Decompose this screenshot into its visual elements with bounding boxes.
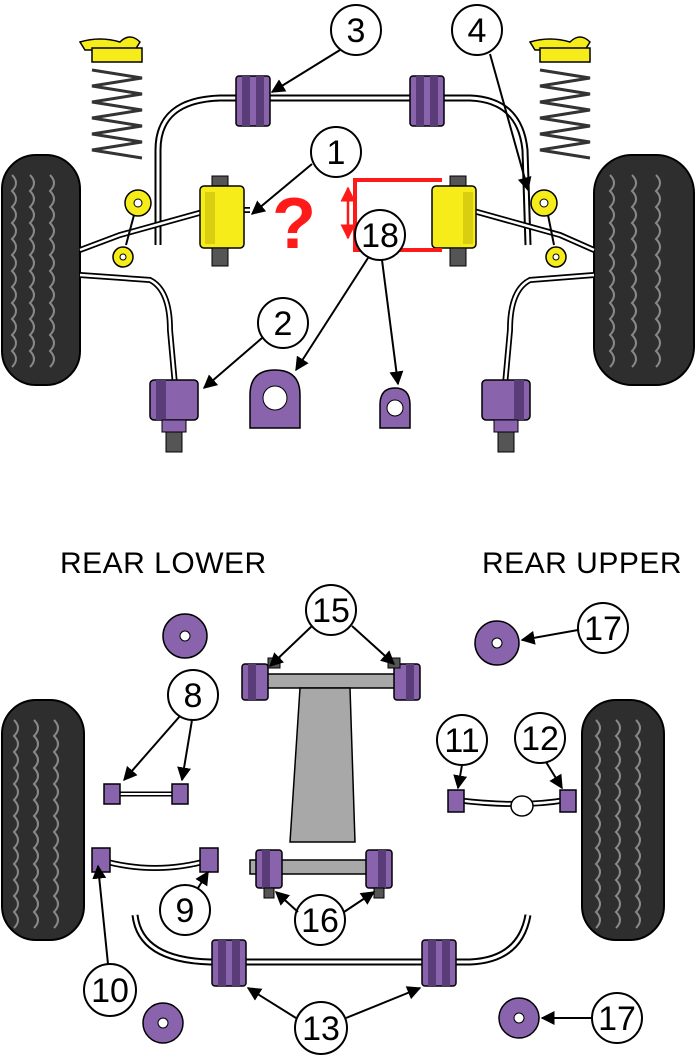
front-left-tyre [1,154,81,386]
svg-text:15: 15 [312,592,350,630]
front-right-tyre [593,154,695,386]
callout-12: 12 [514,712,566,790]
callout-10: 10 [83,864,137,1017]
callout-8: 8 [123,669,219,782]
svg-text:12: 12 [521,720,559,758]
rear-round-bush-top-right [474,620,520,666]
rear-upper-arm [447,789,577,817]
svg-text:1: 1 [327,134,346,172]
svg-text:13: 13 [302,1010,340,1048]
callout-3: 3 [270,4,382,93]
front-arb-bush-left [235,75,271,127]
front-arb-bush-right [409,75,445,127]
question-mark: ? [272,184,316,264]
rear-left-tyre [1,699,85,941]
subframe-bush-bottom-right [365,849,393,899]
rear-round-bush-bottom-right [498,997,540,1039]
svg-text:18: 18 [361,217,399,255]
callout-13: 13 [246,986,422,1055]
front-wishbone-rear-bush-left [149,379,199,453]
front-left-drop-link [112,189,152,268]
callout-1: 1 [250,126,362,215]
callout-9: 9 [159,870,211,936]
arb-mount-bush-small [379,387,411,429]
rear-toe-link [103,783,189,805]
callout-4: 4 [451,4,532,192]
rear-round-bush-top-left [162,613,208,659]
svg-text:11: 11 [444,722,479,760]
svg-text:9: 9 [176,892,195,930]
callout-17-top: 17 [520,602,629,654]
svg-text:17: 17 [598,1000,636,1038]
svg-text:4: 4 [468,12,487,50]
callout-2: 2 [202,297,309,389]
red-annotation: ? [272,178,442,264]
callout-18: 18 [295,209,406,386]
rear-arb-bush-left [211,939,247,987]
rear-right-tyre [581,699,665,941]
svg-text:16: 16 [301,902,339,940]
front-right-spring [528,36,591,160]
front-right-drop-link [530,189,567,268]
callout-16: 16 [274,891,376,946]
front-wishbone-rear-bush-right [481,379,531,453]
callout-15: 15 [268,584,396,667]
front-left-spring [78,36,143,160]
rear-subframe [249,673,411,875]
rear-arb-bush-right [421,939,457,987]
svg-text:2: 2 [274,305,293,343]
front-wishbone-bush-right [431,175,477,267]
callout-11: 11 [436,714,488,790]
subframe-bush-bottom-left [255,849,283,899]
svg-text:8: 8 [184,677,203,715]
arb-mount-bush-large [249,369,301,429]
front-wishbone-bush-left [199,175,245,267]
rear-lower-label: REAR LOWER [60,547,267,580]
rear-upper-label: REAR UPPER [482,547,682,580]
svg-text:10: 10 [91,972,129,1010]
rear-lower-arm [91,847,219,873]
svg-text:17: 17 [584,610,622,648]
rear-round-bush-bottom-left [142,1002,184,1044]
callout-17-bottom: 17 [540,992,643,1044]
svg-text:3: 3 [347,12,366,50]
